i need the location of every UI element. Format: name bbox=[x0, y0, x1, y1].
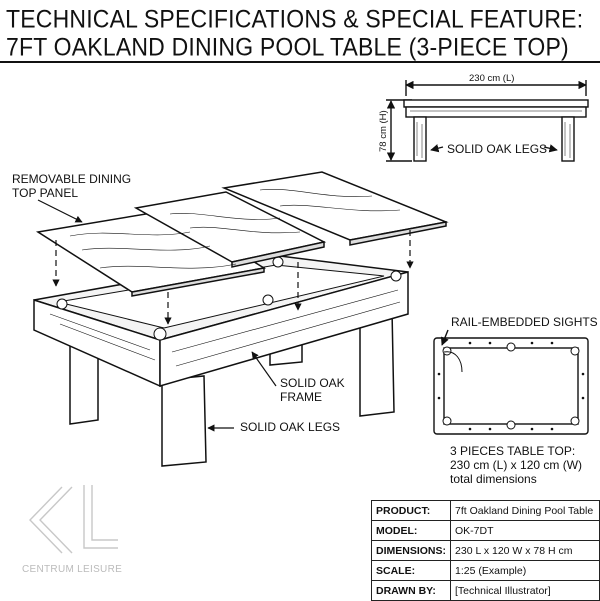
spec-row: PRODUCT: 7ft Oakland Dining Pool Table bbox=[370, 500, 600, 521]
top-panel-label-line-2: TOP PANEL bbox=[12, 186, 79, 200]
side-legs-label: SOLID OAK LEGS bbox=[447, 142, 548, 156]
brand-logo bbox=[29, 485, 118, 554]
side-top-panel bbox=[403, 99, 589, 108]
plan-note-line-3: total dimensions bbox=[450, 472, 537, 486]
spec-key: DRAWN BY: bbox=[370, 580, 452, 601]
spec-value: 230 L x 120 W x 78 H cm bbox=[450, 540, 600, 561]
spec-row: DIMENSIONS: 230 L x 120 W x 78 H cm bbox=[370, 540, 600, 561]
brand-name: CENTRUM LEISURE bbox=[22, 564, 123, 575]
main-legs-label: SOLID OAK LEGS bbox=[240, 420, 341, 434]
side-elevation-drawing bbox=[386, 80, 589, 162]
plan-note-line-1: 3 PIECES TABLE TOP: bbox=[450, 444, 576, 458]
length-dimension-label: 230 cm (L) bbox=[469, 73, 515, 84]
side-rail bbox=[405, 106, 587, 118]
table-perspective-drawing bbox=[33, 171, 449, 467]
spec-value: 7ft Oakland Dining Pool Table bbox=[450, 500, 600, 521]
frame-label-line-1: SOLID OAK bbox=[280, 376, 345, 390]
leg-front-left bbox=[161, 375, 207, 467]
plan-view-drawing bbox=[433, 329, 589, 435]
spec-key: DIMENSIONS: bbox=[370, 540, 452, 561]
spec-row: MODEL: OK-7DT bbox=[370, 520, 600, 541]
sights-leader bbox=[440, 329, 449, 346]
page-title-line-2: 7FT OAKLAND DINING POOL TABLE (3-PIECE T… bbox=[6, 32, 569, 61]
spec-row: SCALE: 1:25 (Example) bbox=[370, 560, 600, 581]
spec-value: [Technical Illustrator] bbox=[450, 580, 600, 601]
page-title-line-1: TECHNICAL SPECIFICATIONS & SPECIAL FEATU… bbox=[6, 4, 584, 33]
spec-value: 1:25 (Example) bbox=[450, 560, 600, 581]
height-dimension-label: 78 cm (H) bbox=[378, 110, 389, 152]
plan-playing-area bbox=[443, 347, 579, 425]
plan-pockets bbox=[442, 342, 580, 430]
spec-row: DRAWN BY: [Technical Illustrator] bbox=[370, 580, 600, 601]
top-panel-leader bbox=[37, 199, 83, 223]
spec-key: SCALE: bbox=[370, 560, 452, 581]
spec-value: OK-7DT bbox=[450, 520, 600, 541]
spec-key: PRODUCT: bbox=[370, 500, 452, 521]
plan-sights bbox=[437, 341, 585, 431]
frame-side-front bbox=[159, 271, 409, 387]
spec-key: MODEL: bbox=[370, 520, 452, 541]
drop-guides bbox=[52, 230, 414, 325]
sights-label: RAIL-EMBEDDED SIGHTS bbox=[451, 315, 598, 329]
plan-note-line-2: 230 cm (L) x 120 cm (W) bbox=[450, 458, 583, 472]
spec-table: PRODUCT: 7ft Oakland Dining Pool Table M… bbox=[370, 500, 600, 601]
frame-label-line-2: FRAME bbox=[280, 390, 322, 404]
side-leg-left bbox=[413, 116, 427, 162]
top-panel-label-line-1: REMOVABLE DINING bbox=[12, 172, 132, 186]
side-leg-right bbox=[561, 116, 575, 162]
frame-leader bbox=[251, 351, 277, 387]
